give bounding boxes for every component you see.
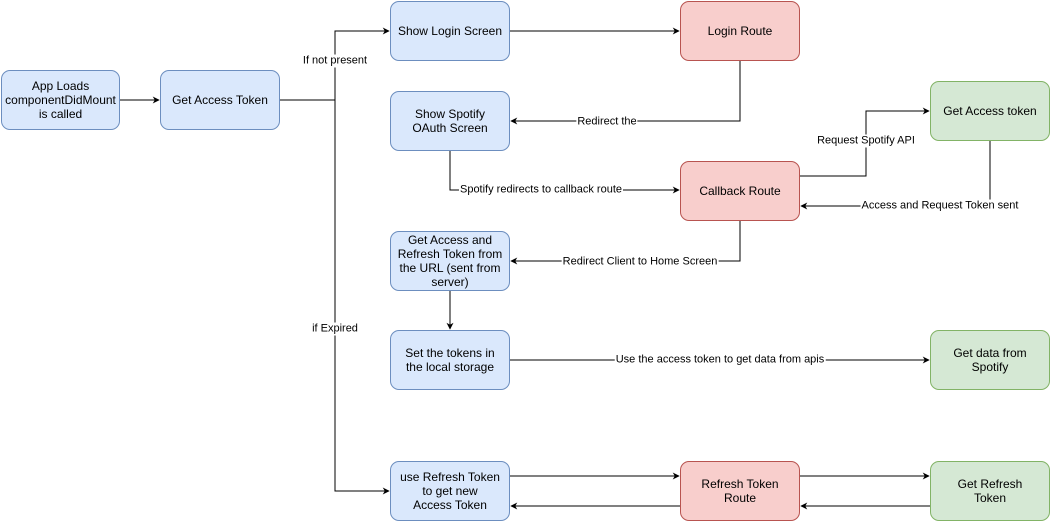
node-refresh-token-route: Refresh Token Route <box>680 461 800 521</box>
node-login-route: Login Route <box>680 1 800 61</box>
label-redirect-client-home: Redirect Client to Home Screen <box>561 255 719 269</box>
node-get-access-token-green: Get Access token <box>930 81 1050 141</box>
node-get-refresh-token: Get Refresh Token <box>930 461 1050 521</box>
label-if-expired: if Expired <box>311 322 359 336</box>
label-use-access-token: Use the access token to get data from ap… <box>614 353 826 367</box>
node-get-tokens-from-url: Get Access and Refresh Token from the UR… <box>390 231 510 291</box>
node-show-login-screen: Show Login Screen <box>390 1 510 61</box>
node-app-loads: App Loads componentDidMount is called <box>1 70 120 130</box>
node-use-refresh-token: use Refresh Token to get new Access Toke… <box>390 461 510 521</box>
node-show-spotify-oauth: Show Spotify OAuth Screen <box>390 91 510 151</box>
edge-access-request-token-sent <box>800 141 991 210</box>
edge-redirect-the <box>510 61 741 125</box>
label-redirect-the: Redirect the <box>576 115 638 129</box>
label-spotify-redirects: Spotify redirects to callback route <box>458 183 624 197</box>
node-get-access-token: Get Access Token <box>160 70 280 130</box>
node-set-tokens-storage: Set the tokens in the local storage <box>390 330 510 390</box>
edge-if-expired <box>334 100 390 495</box>
node-get-data-spotify: Get data from Spotify <box>930 330 1050 390</box>
label-access-request-token-sent: Access and Request Token sent <box>860 199 1020 213</box>
label-request-spotify-api: Request Spotify API <box>816 134 916 148</box>
label-if-not-present: If not present <box>301 54 369 68</box>
node-callback-route: Callback Route <box>680 161 800 221</box>
